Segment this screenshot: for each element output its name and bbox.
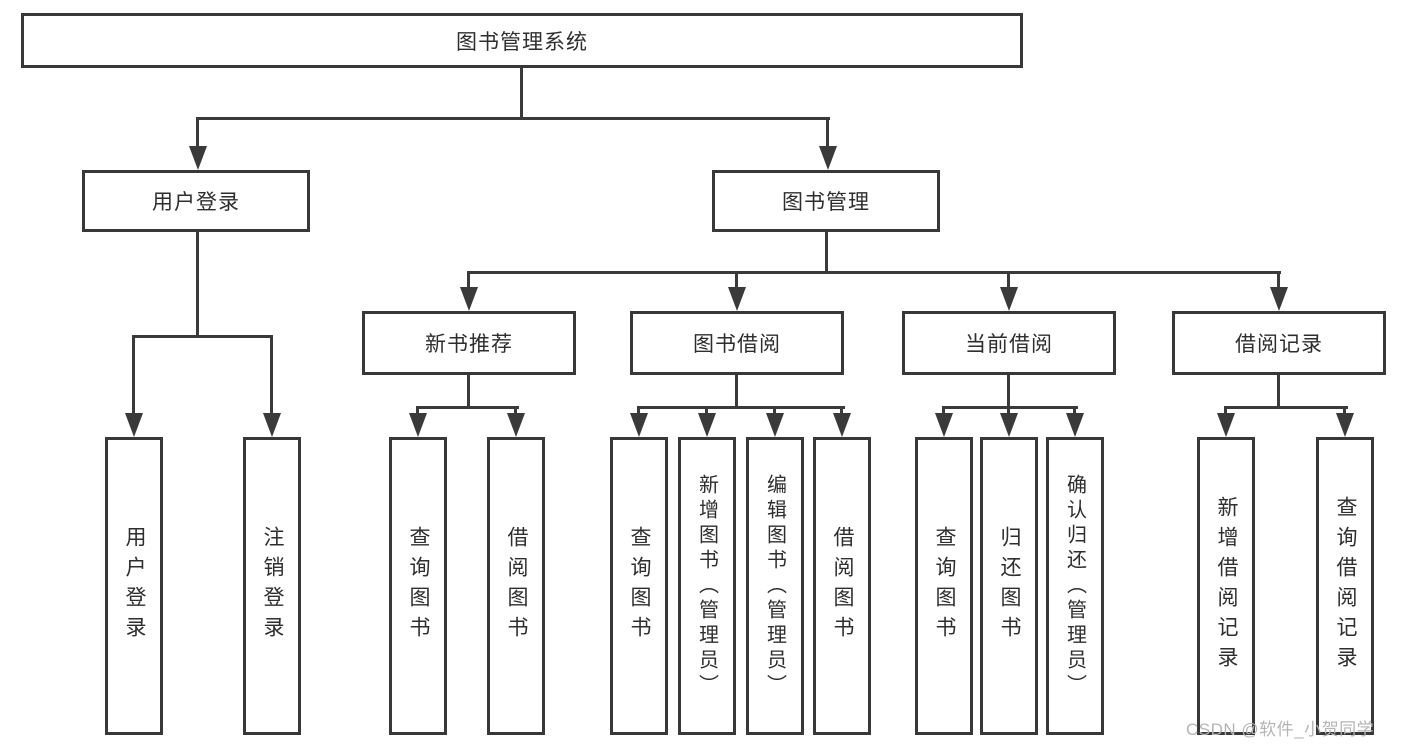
connector-drop [942,406,945,416]
connector-drop [1007,406,1010,416]
arrowhead-icon [1000,413,1018,437]
leaf-add-borrow-record-label: 新增借阅记录 [1215,496,1238,676]
node-new-book-recommendation-label: 新书推荐 [425,333,513,356]
node-new-book-recommendation: 新书推荐 [362,311,576,375]
leaf-logout-label: 注销登录 [261,526,284,646]
leaf-query-borrow-record: 查询借阅记录 [1316,437,1374,735]
leaf-query-books-recommend-label: 查询图书 [407,526,430,646]
connector-book-mgmt-rail [467,271,1281,274]
arrowhead-icon [507,413,525,437]
leaf-confirm-return-admin: 确认归还（管理员） [1046,437,1104,735]
arrowhead-icon [409,413,427,437]
node-root-label: 图书管理系统 [456,30,588,54]
leaf-query-books-borrowing-label: 查询图书 [628,526,651,646]
connector-user-login-stem [196,232,199,338]
node-borrowing-records: 借阅记录 [1172,311,1386,375]
arrowhead-icon [1000,287,1018,311]
leaf-return-books: 归还图书 [980,437,1038,735]
arrowhead-icon [630,413,648,437]
arrowhead-icon [698,413,716,437]
arrowhead-icon [819,146,837,170]
arrowhead-icon [1066,413,1084,437]
connector-drop-new-book [467,271,470,291]
arrowhead-icon [1336,413,1354,437]
leaf-borrow-books-borrowing-label: 借阅图书 [831,526,854,646]
node-user-login-label: 用户登录 [152,191,240,214]
arrowhead-icon [1270,287,1288,311]
connector-drop-borrowing-records [1277,271,1280,291]
connector-book-borrowing-rail [637,406,845,409]
leaf-add-books-admin: 新增图书（管理员） [678,437,736,735]
leaf-user-login: 用户登录 [105,437,163,735]
leaf-add-borrow-record: 新增借阅记录 [1197,437,1255,735]
arrowhead-icon [766,413,784,437]
connector-borrowing-records-stem [1277,375,1280,408]
connector-root-stem [520,68,523,119]
node-user-login: 用户登录 [82,170,310,232]
leaf-edit-books-admin-label: 编辑图书（管理员） [763,473,786,699]
connector-current-borrowing-stem [1007,375,1010,408]
connector-borrowing-records-rail [1224,406,1348,409]
node-root: 图书管理系统 [21,13,1023,68]
connector-drop [1343,406,1346,416]
connector-drop [1073,406,1076,416]
node-current-borrowing-label: 当前借阅 [965,333,1053,356]
connector-drop [1224,406,1227,416]
arrowhead-icon [833,413,851,437]
arrowhead-icon [125,413,143,437]
connector-drop-user-login [196,117,199,150]
leaf-borrow-books-recommend: 借阅图书 [487,437,545,735]
connector-drop [705,406,708,416]
connector-book-mgmt-stem [825,232,828,273]
connector-drop-leaf-logout [270,335,273,415]
leaf-borrow-books-recommend-label: 借阅图书 [505,526,528,646]
connector-drop [637,406,640,416]
connector-book-borrowing-stem [735,375,738,408]
connector-drop [773,406,776,416]
leaf-query-books-borrowing: 查询图书 [610,437,668,735]
connector-user-login-rail [132,335,273,338]
leaf-return-books-label: 归还图书 [998,526,1021,646]
leaf-query-borrow-record-label: 查询借阅记录 [1334,496,1357,676]
node-book-borrowing: 图书借阅 [630,311,844,375]
leaf-user-login-label: 用户登录 [123,526,146,646]
leaf-logout: 注销登录 [243,437,301,735]
arrowhead-icon [935,413,953,437]
node-book-management-label: 图书管理 [782,191,870,214]
node-book-borrowing-label: 图书借阅 [693,333,781,356]
leaf-query-books-current: 查询图书 [915,437,973,735]
connector-drop [514,406,517,416]
leaf-query-books-current-label: 查询图书 [933,526,956,646]
arrowhead-icon [263,413,281,437]
connector-root-rail [196,117,830,120]
connector-new-book-stem [467,375,470,408]
arrowhead-icon [460,287,478,311]
leaf-borrow-books-borrowing: 借阅图书 [813,437,871,735]
connector-current-borrowing-rail [942,406,1078,409]
connector-drop [840,406,843,416]
node-borrowing-records-label: 借阅记录 [1235,333,1323,356]
connector-drop-current-borrowing [1007,271,1010,291]
arrowhead-icon [189,146,207,170]
connector-drop-leaf-user-login [132,335,135,415]
connector-drop [416,406,419,416]
leaf-add-books-admin-label: 新增图书（管理员） [695,473,718,699]
leaf-query-books-recommend: 查询图书 [389,437,447,735]
node-book-management: 图书管理 [712,170,940,232]
connector-drop-book-borrowing [735,271,738,291]
leaf-edit-books-admin: 编辑图书（管理员） [746,437,804,735]
leaf-confirm-return-admin-label: 确认归还（管理员） [1063,473,1086,699]
connector-drop-book-management [826,117,829,150]
connector-new-book-rail [416,406,519,409]
arrowhead-icon [728,287,746,311]
arrowhead-icon [1217,413,1235,437]
csdn-watermark: CSDN @软件_小贺同学 [1186,720,1375,739]
node-current-borrowing: 当前借阅 [902,311,1116,375]
